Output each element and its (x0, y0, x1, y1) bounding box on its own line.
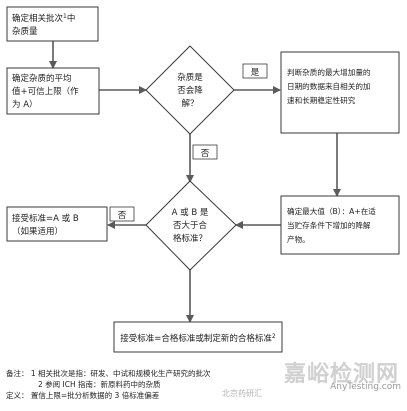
label-no-compare: 否 (109, 206, 135, 222)
node-accept: 接受标准=A 或 B （如果适用） (6, 206, 108, 242)
label-no-degrade: 否 (192, 144, 218, 160)
node-start-line-1: 确定相关批次 (12, 13, 64, 24)
node-degrade-line-3: 解？ (181, 98, 198, 109)
node-maxval-line-1: 确定最大值（B）：A+在适 (287, 206, 376, 216)
note-2: 2 参阅 ICH 指南：新原料药中的杂质 (38, 380, 161, 389)
node-compare-line-1: A 或 B 是 (172, 207, 209, 218)
node-accept-line-2: （如果适用） (12, 226, 63, 237)
svg-text:接受标准=合格标准或制定新的合格标准2: 接受标准=合格标准或制定新的合格标准2 (120, 333, 276, 344)
node-accept-line-1: 接受标准=A 或 B (12, 213, 79, 224)
node-mean-line-2: 值+可信上限（作 (12, 86, 79, 97)
node-maxval: 确定最大值（B）：A+在适 当贮存条件下增加的降解 产物。 (280, 195, 400, 255)
footnotes: 备注： 1 相关批次是指：研发、中试和规模化生产研究的批次 2 参阅 ICH 指… (6, 368, 404, 401)
svg-text:是: 是 (251, 68, 260, 78)
note-1: 1 相关批次是指：研发、中试和规模化生产研究的批次 (30, 369, 211, 378)
node-final-sup: 2 (272, 333, 276, 340)
node-judge-line-3: 速和长期稳定性研究 (287, 95, 356, 105)
svg-text:确定相关批次1中: 确定相关批次1中 (12, 13, 75, 24)
node-maxval-line-3: 产物。 (287, 234, 310, 244)
node-start-sup: 1 (63, 13, 67, 20)
label-yes: 是 (242, 63, 268, 79)
node-start: 确定相关批次1中 杂质量 (6, 6, 99, 42)
svg-text:否: 否 (201, 149, 210, 159)
node-mean-line-3: 为 A） (12, 99, 38, 110)
node-compare-line-2: 否大于合 (173, 220, 208, 231)
svg-text:否: 否 (118, 211, 127, 221)
node-judge-line-2: 日期的数据来自相关的加 (287, 81, 371, 91)
node-degrade: 杂质是 否会降 解？ (145, 45, 235, 135)
watermark-source: 北京药研汇 (222, 389, 262, 398)
watermark-sub: AnyTesting.com (330, 382, 401, 392)
node-judge-line-1: 判断杂质的最大增加量的 (287, 67, 371, 77)
note-line-1: 备注： 1 相关批次是指：研发、中试和规模化生产研究的批次 (6, 368, 404, 379)
node-maxval-line-2: 当贮存条件下增加的降解 (287, 220, 371, 230)
node-mean-line-1: 确定杂质的平均 (12, 73, 72, 84)
node-final-text: 接受标准=合格标准或制定新的合格标准 (120, 333, 272, 344)
note-label: 备注： (6, 369, 29, 378)
node-compare: A 或 B 是 否大于合 格标准？ (145, 180, 237, 271)
definition-text: 置信上限=批分析数据的 3 倍标准偏差 (30, 391, 160, 400)
node-degrade-line-2: 否会降 (177, 85, 203, 96)
node-judge: 判断杂质的最大增加量的 日期的数据来自相关的加 速和长期稳定性研究 (280, 51, 400, 134)
note-line-2: 2 参阅 ICH 指南：新原料药中的杂质 (6, 379, 404, 390)
definition-label: 定义： (6, 391, 29, 400)
node-degrade-line-1: 杂质是 (177, 72, 203, 83)
node-start-line-2: 杂质量 (12, 26, 38, 37)
connectors (49, 41, 341, 323)
node-final: 接受标准=合格标准或制定新的合格标准2 (113, 321, 283, 353)
node-compare-line-3: 格标准？ (173, 233, 207, 244)
node-mean: 确定杂质的平均 值+可信上限（作 为 A） (6, 67, 100, 115)
node-start-sup-after: 中 (67, 13, 76, 24)
watermark-main: 嘉峪检测网 (283, 362, 399, 387)
definition-line: 定义： 置信上限=批分析数据的 3 倍标准偏差 (6, 390, 404, 401)
